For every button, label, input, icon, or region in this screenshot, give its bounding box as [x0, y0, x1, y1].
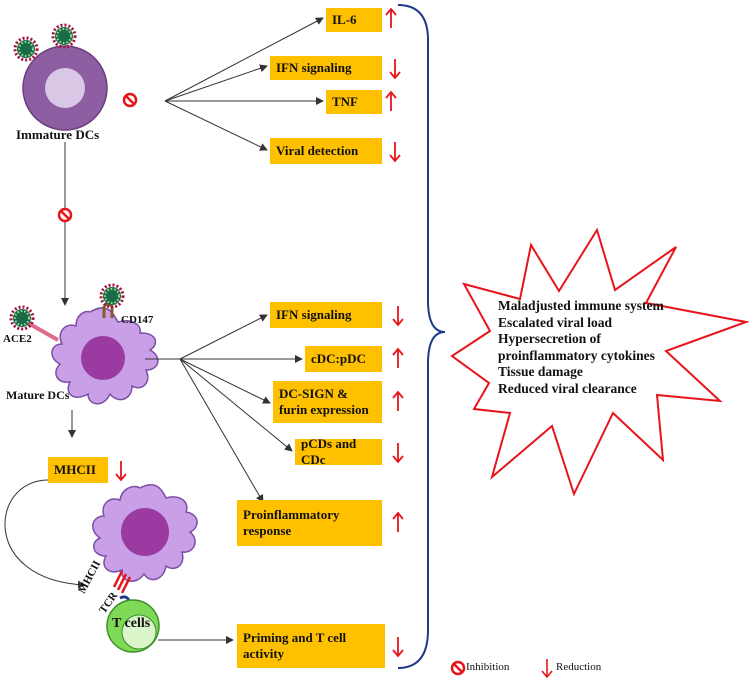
down-arrow-icon — [392, 637, 404, 658]
effect-box-pcds-cdc: pCDs and CDc — [295, 436, 382, 467]
outcome-item: Hypersecretion of — [498, 331, 601, 346]
down-arrow-icon — [115, 461, 127, 482]
mhcii-complex — [112, 570, 132, 594]
inhibition-icon — [122, 92, 138, 108]
inhibition-legend-icon — [450, 660, 466, 676]
down-arrow-icon — [392, 306, 404, 327]
immature-dc-cell — [22, 45, 108, 131]
effect-box-tnf: TNF — [326, 90, 382, 114]
outcome-item: Tissue damage — [498, 364, 583, 379]
outcome-starburst — [450, 227, 749, 497]
up-arrow-icon — [385, 7, 397, 28]
down-arrow-icon — [389, 142, 401, 163]
down-arrow-icon — [389, 59, 401, 80]
outcome-list: Maladjusted immune system Escalated vira… — [498, 298, 664, 397]
up-arrow-icon — [392, 511, 404, 532]
t-cell — [106, 599, 160, 653]
down-arrow-icon — [392, 443, 404, 464]
effect-box-viral-detection: Viral detection — [270, 138, 382, 164]
up-arrow-icon — [385, 90, 397, 111]
t-cells-label: T cells — [112, 616, 151, 631]
reduction-legend-icon — [541, 659, 553, 679]
ace2-receptor — [27, 321, 59, 342]
outcome-item: Reduced viral clearance — [498, 380, 637, 396]
effect-box-il6: IL-6 — [326, 8, 382, 32]
grouping-bracket — [397, 4, 446, 669]
immature-arrows — [164, 17, 324, 151]
mature-arrows — [145, 314, 303, 503]
virus-icon — [13, 36, 39, 62]
outcome-item: proinflammatory cytokines — [498, 347, 655, 363]
outcome-item: Maladjusted immune system — [498, 298, 664, 313]
immature-dcs-label: Immature DCs — [16, 127, 100, 142]
effect-box-proinflammatory: Proinflammatory response — [237, 500, 382, 546]
effect-box-dc-sign: DC-SIGN & furin expression — [273, 381, 382, 423]
inhibition-icon — [57, 207, 73, 223]
priming-box: Priming and T cell activity — [237, 624, 385, 668]
outcome-item: Escalated viral load — [498, 314, 612, 330]
mature-dcs-label: Mature DCs — [6, 388, 70, 402]
effect-box-cdc-pdc: cDC:pDC — [305, 346, 382, 372]
ace2-label: ACE2 — [3, 333, 32, 345]
curved-arrow — [4, 479, 86, 589]
virus-icon — [51, 23, 77, 49]
mhcii-box: MHCII — [48, 457, 108, 483]
virus-icon — [9, 305, 35, 331]
mature-dc-cell — [51, 307, 159, 405]
cd147-label: CD147 — [121, 314, 154, 326]
legend-inhibition-label: Inhibition — [466, 661, 510, 673]
legend-reduction-label: Reduction — [556, 661, 602, 673]
effect-box-ifn-signaling: IFN signaling — [270, 56, 382, 80]
up-arrow-icon — [392, 390, 404, 411]
antigen-presenting-dc — [92, 484, 198, 582]
trend-arrows — [115, 7, 404, 658]
up-arrow-icon — [392, 347, 404, 368]
virus-icon — [99, 283, 125, 309]
effect-box-ifn-signaling-mature: IFN signaling — [270, 302, 382, 328]
